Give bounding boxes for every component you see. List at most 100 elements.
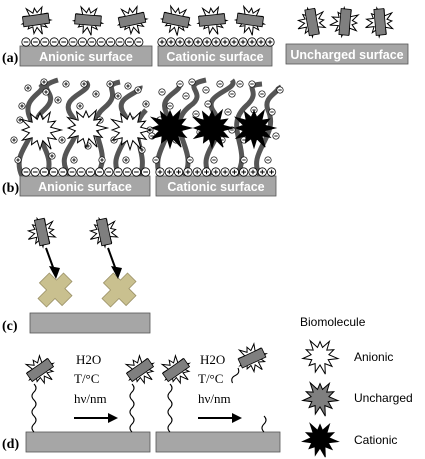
legend-cationic-label: Cationic [354,433,397,447]
mol-a2-core [74,13,102,27]
brush-cationic-charges-symbol [268,108,276,116]
anionic-molecule-in-brush-2 [65,108,110,150]
surface-d-before [25,431,151,453]
cationic-surface-b-charges-symbol [164,167,174,177]
panel-b-label: (b) [2,181,19,196]
anionic-surface-b-charges-symbol [21,167,31,177]
brush-anionic-charges-symbol [76,102,84,110]
anionic-surface-b-charges-symbol [48,167,59,177]
mol-b2-shape [65,108,110,150]
anionic-surface-b-charges-symbol [67,167,77,177]
cationic-surface-charges-symbol [247,37,257,47]
legend-uncharged-label: Uncharged [354,391,413,405]
cationic-surface-b-charges-symbol [192,167,202,177]
anionic-surface-b-charges-symbol [58,167,68,177]
brush-anionic-charges-symbol [62,80,70,88]
brush-cationic-charges-symbol [204,100,212,108]
cationic-surface-charges-symbol [157,37,167,47]
molecule-c-1 [26,216,57,249]
brush-anionic-charges-symbol [124,82,132,90]
anionic-surface-b [19,175,151,197]
step1-light: hν/nm [74,391,107,406]
anionic-surface-charges-symbol [68,37,78,47]
tethered-molecule-2 [124,354,155,385]
brush-anionic-charges-symbol [70,156,78,164]
brush-cationic-charges-symbol [236,80,244,88]
step2-temperature: T/°C [198,371,223,386]
surface-c [29,312,151,334]
step2-light: hν/nm [198,391,231,406]
brush-cationic-charges-symbol [176,80,184,88]
brush-cationic-charges-symbol [258,90,266,98]
linker-1 [37,272,73,308]
cationic-surface-charges-symbol [238,37,248,47]
brush-anionic-charges-symbol [10,136,18,144]
binding-arrowhead-1 [49,266,60,279]
step1-temperature: T/°C [74,371,99,386]
anionic-surface-b-charges-symbol [104,167,114,177]
anionic-surface-charges-symbol [30,37,41,47]
brush-cationic-charges-symbol [182,92,190,100]
brush-anionic-charges-symbol [54,96,62,104]
anionic-surface-charges [21,37,144,47]
legend-title: Biomolecule [300,315,366,329]
released-molecule [237,342,269,374]
brush-anionic-charges-symbol [58,136,66,144]
mol-u2-core [338,8,352,36]
anionic-surface-charges-symbol [124,37,135,47]
polymer-brush-cationic [148,77,284,178]
panel-d: (d) H2O T/°C hν/nm H2O T/°C hν/nm [2,342,281,453]
cationic-surface-charges-symbol [202,37,212,47]
mol-c3-core [235,12,265,28]
brush-cationic-charges-symbol [158,88,166,96]
step1-arrowhead [108,413,118,423]
anionic-surface-b-charges-symbol [113,167,123,177]
cationic-molecule-in-brush-3 [233,108,278,150]
anionic-surface-b-charges-symbol [94,167,105,177]
molecule-on-anionic-2 [71,5,105,36]
brush-cationic-charges-symbol [272,132,280,140]
brush-anionic-charges-symbol [14,156,22,164]
tethered-molecule-3 [160,354,191,385]
mol-b3-shape [109,110,154,152]
step2-arrowhead [232,413,242,423]
anionic-surface-b-label: Anionic surface [38,180,132,194]
molecule-on-anionic-1 [20,5,53,36]
brush-cationic-charges-symbol [202,86,210,94]
molecule-on-cationic-2 [196,5,229,36]
molecule-c-2 [88,216,119,249]
anionic-molecule-in-brush-3 [109,110,154,152]
panel-d-label: (d) [2,437,19,452]
cationic-surface-charges-symbol [175,37,185,47]
brush-cationic-charges-symbol [248,80,256,88]
legend-cationic-star [301,422,340,458]
brush-cationic-charges-symbol [264,156,272,164]
released-tether-fragment [230,366,241,385]
legend: Biomolecule Anionic Uncharged Cationic [300,315,413,458]
tether-d-2 [129,383,135,433]
panel-a-label: (a) [2,51,19,66]
brush-cationic-charges-symbol [186,156,194,164]
molecule-on-uncharged-2 [329,5,360,39]
mol-b5-shape [191,108,236,150]
cationic-surface-b-charges-symbol [211,167,221,177]
molecule-on-anionic-3 [116,5,149,36]
anionic-surface-charges-symbol [77,37,88,47]
cationic-surface-b-charges-symbol [173,167,184,177]
brush-cationic-charges-symbol [166,102,174,110]
binding-arrow-2 [107,247,117,271]
linker-2 [101,272,137,308]
tether-d-cleaved [261,415,267,433]
cationic-surface-b-charges-symbol [220,167,230,177]
brush-anionic-charges-symbol [42,88,50,96]
brush-anionic-charges-symbol [114,92,122,100]
brush-cationic-charges-symbol [188,78,196,86]
anionic-surface-a-label: Anionic surface [39,50,133,64]
cationic-surface-b-label: Cationic surface [167,180,264,194]
mol-b6-shape [233,108,278,150]
cationic-surface-charges-symbol [229,37,239,47]
mol-u3-core [373,8,387,36]
mol-b1-shape [19,110,64,152]
brush-anionic-charges-symbol [18,102,26,110]
